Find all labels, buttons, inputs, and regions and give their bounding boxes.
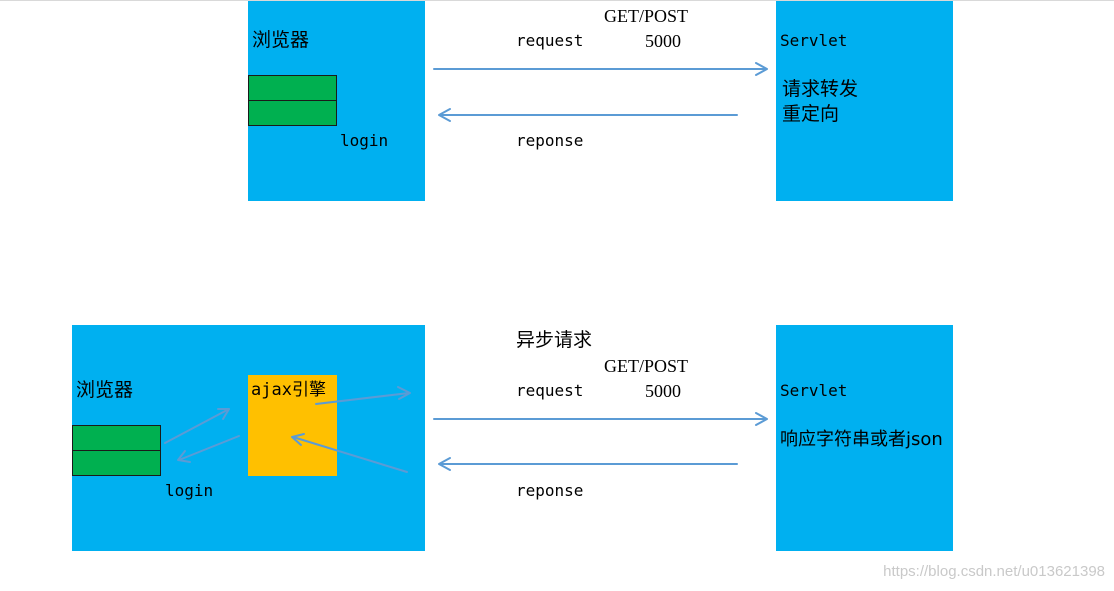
bottom-request-arrow	[433, 412, 768, 426]
top-method-label: GET/POST	[604, 6, 689, 26]
top-border-line	[0, 0, 1114, 1]
bottom-login-label: login	[165, 481, 214, 500]
bottom-servlet-box	[776, 325, 953, 551]
csdn-watermark: https://blog.csdn.net/u013621398	[883, 563, 1105, 580]
bottom-browser-label: 浏览器	[76, 379, 134, 401]
engine-to-login-arrow	[177, 435, 240, 463]
bottom-servlet-label: Servlet	[780, 381, 848, 400]
top-response-arrow	[438, 108, 738, 122]
async-request-label: 异步请求	[516, 329, 593, 351]
bottom-request-label: request	[516, 381, 584, 400]
top-login-form-field-2	[248, 100, 337, 126]
ajax-engine-box	[248, 375, 337, 476]
engine-to-network-arrow	[315, 386, 411, 405]
top-servlet-label: Servlet	[780, 31, 848, 50]
top-request-arrow	[433, 62, 768, 76]
bottom-method-label: GET/POST	[604, 356, 689, 376]
top-servlet-box	[776, 1, 953, 201]
bottom-servlet-response-label: 响应字符串或者json	[780, 429, 943, 450]
bottom-response-label: reponse	[516, 481, 584, 500]
bottom-login-form-field-1	[72, 425, 161, 451]
bottom-port-label: 5000	[645, 381, 681, 401]
top-redirect-label: 重定向	[782, 103, 840, 125]
bottom-response-arrow	[438, 457, 738, 471]
top-request-label: request	[516, 31, 584, 50]
login-to-engine-arrow	[164, 408, 230, 444]
bottom-login-form-field-2	[72, 450, 161, 476]
network-to-engine-arrow	[291, 433, 408, 473]
ajax-engine-label: ajax引擎	[251, 380, 326, 400]
top-login-label: login	[340, 131, 389, 150]
top-forward-label: 请求转发	[782, 78, 859, 100]
top-port-label: 5000	[645, 31, 681, 51]
top-response-label: reponse	[516, 131, 584, 150]
top-browser-label: 浏览器	[252, 29, 310, 51]
